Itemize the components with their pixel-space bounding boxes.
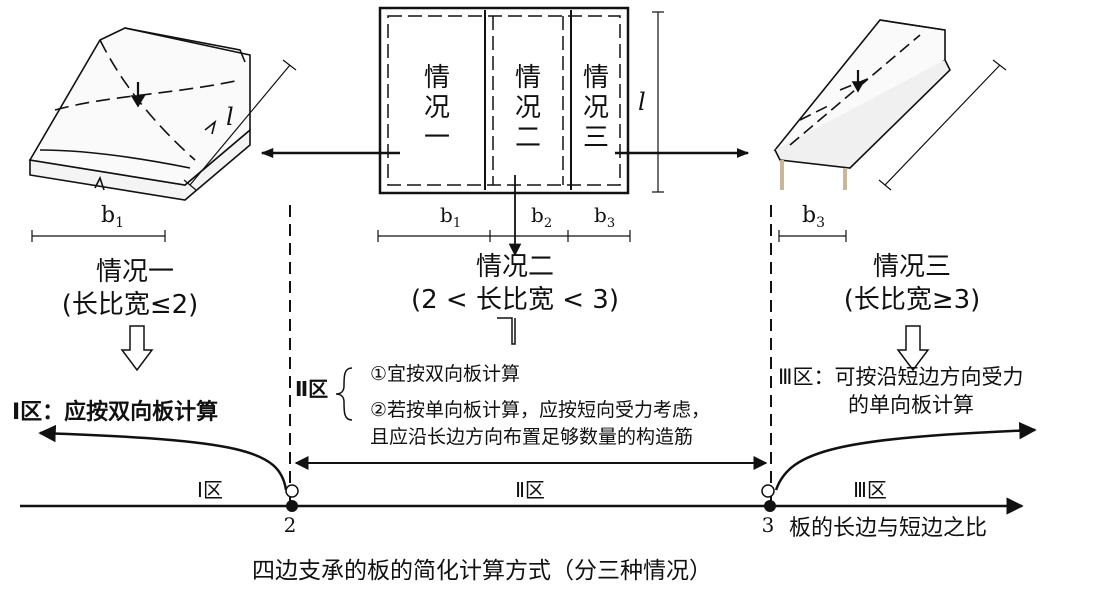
zone2-brace: [335, 367, 353, 421]
case2-condition: (2 < 长比宽 < 3): [411, 285, 619, 315]
right-slab-supports: [780, 160, 847, 190]
svg-text:况: 况: [515, 93, 541, 123]
zone-boundaries: [289, 205, 772, 505]
axis-title: 板的长边与短边之比: [789, 516, 987, 541]
svg-text:况: 况: [583, 93, 609, 123]
zone3-open-point: [761, 484, 775, 498]
case1-condition: (长比宽≤2): [62, 290, 199, 320]
axis-tick-3: 3: [762, 513, 775, 537]
svg-text:二: 二: [515, 123, 541, 153]
zone1-curve: [38, 424, 288, 491]
case3-title: 情况三: [873, 252, 951, 282]
zone2-rule1: ①宜按双向板计算: [370, 363, 520, 385]
case3-condition: (长比宽≥3): [844, 285, 981, 315]
zone1-rule: Ⅰ区：应按双向板计算: [12, 399, 218, 425]
plan-case1-label: 情 况 一: [424, 63, 450, 153]
zone3-rule-line2: 的单向板计算: [848, 393, 974, 417]
zone2-rule2a: ②若按单向板计算，应按短向受力考虑，: [370, 399, 710, 421]
hollow-down-arrows: [120, 317, 930, 372]
left-slab-width-label: b1: [101, 203, 124, 231]
case2-title: 情况二: [476, 252, 554, 282]
plan-dim-b1: b1: [440, 203, 461, 231]
pointer-arrows: [260, 148, 750, 257]
axis-zone3-label: Ⅲ区: [853, 478, 887, 502]
zone1-open-point: [285, 484, 299, 498]
svg-text:情: 情: [515, 63, 541, 93]
svg-text:三: 三: [583, 123, 609, 153]
plan-view: [377, 6, 664, 242]
zone3-curve: [774, 421, 1037, 491]
axis-zone1-label: Ⅰ区: [197, 478, 223, 502]
left-slab-drawing: [28, 27, 297, 242]
zone2-rule2b: 且应沿长边方向布置足够数量的构造筋: [370, 426, 693, 448]
right-slab-drawing: [773, 19, 1007, 242]
plan-length-label: l: [638, 88, 646, 116]
svg-text:情: 情: [583, 63, 609, 93]
right-slab-width-label: b3: [802, 203, 825, 231]
svg-text:一: 一: [424, 123, 450, 153]
plan-case2-label: 情 况 二: [515, 63, 541, 153]
svg-text:情: 情: [424, 63, 450, 93]
axis-point-2: [286, 500, 298, 512]
svg-text:况: 况: [424, 93, 450, 123]
plan-dim-b2: b2: [531, 203, 552, 231]
plan-case3-label: 情 况 三: [583, 63, 609, 153]
axis-zone2-label: Ⅱ区: [515, 478, 545, 502]
left-slab-length-label: l: [226, 103, 234, 131]
plan-dim-b3: b3: [594, 203, 615, 231]
axis-tick-2: 2: [284, 513, 297, 537]
zone3-rule-line1: Ⅲ区：可按沿短边方向受力: [778, 365, 1023, 389]
zone2-label: Ⅱ区: [295, 377, 328, 401]
case1-title: 情况一: [96, 257, 174, 287]
figure-caption: 四边支承的板的简化计算方式（分三种情况）: [252, 558, 712, 584]
axis-point-3: [764, 500, 776, 512]
